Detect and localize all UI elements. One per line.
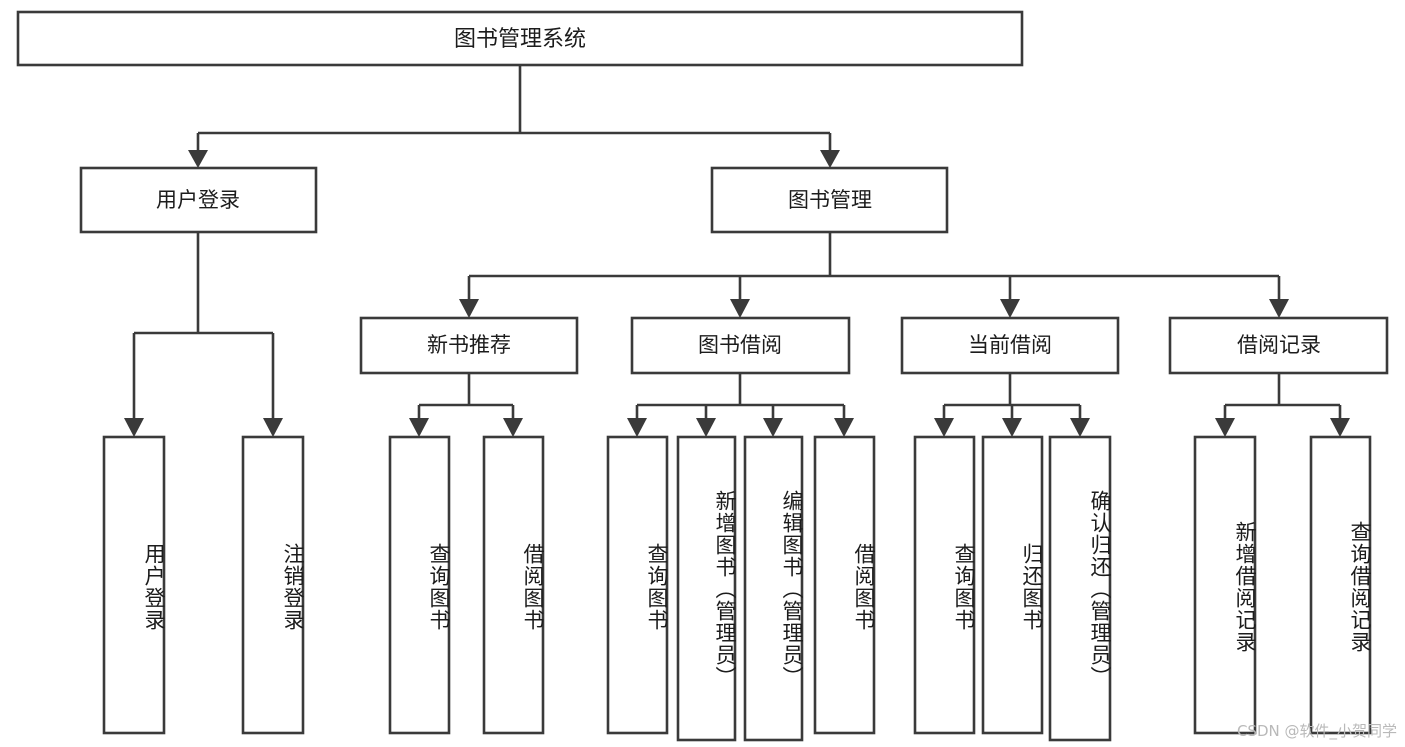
connector-new-books-to-leaves <box>409 373 523 437</box>
node-box-leaf-2[interactable] <box>388 435 451 735</box>
connector-current-borrow-to-leaves <box>934 373 1090 437</box>
connector-book-mgmt-to-level3 <box>459 232 1289 318</box>
node-box-book-management[interactable] <box>710 166 949 234</box>
node-box-current-borrow[interactable] <box>900 316 1120 375</box>
node-box-root[interactable] <box>16 10 1024 67</box>
connector-book-borrow-to-leaves <box>627 373 854 437</box>
node-box-leaf-12[interactable] <box>1309 435 1372 735</box>
watermark-text: CSDN @软件_小贺同学 <box>1236 722 1397 740</box>
arrowhead-icon <box>1070 418 1090 437</box>
node-box-leaf-8[interactable] <box>913 435 976 735</box>
arrowhead-icon <box>763 418 783 437</box>
node-box-leaf-0[interactable] <box>102 435 166 735</box>
node-box-leaf-3[interactable] <box>482 435 545 735</box>
connector-user-login-to-leaves <box>124 232 283 437</box>
node-box-leaf-10[interactable] <box>1048 435 1112 742</box>
node-box-leaf-5[interactable] <box>676 435 737 742</box>
node-label-current-borrow: 当前借阅 <box>968 333 1052 357</box>
arrowhead-icon <box>188 150 208 168</box>
node-box-leaf-4[interactable] <box>606 435 669 735</box>
node-label-root: 图书管理系统 <box>454 27 586 52</box>
arrowhead-icon <box>1269 299 1289 318</box>
arrowhead-icon <box>820 150 840 168</box>
node-box-user-login[interactable] <box>79 166 318 234</box>
node-box-leaf-1[interactable] <box>241 435 305 735</box>
connector-borrow-record-to-leaves <box>1215 373 1350 437</box>
arrowhead-icon <box>1000 299 1020 318</box>
node-box-borrow-record[interactable] <box>1168 316 1389 375</box>
arrowhead-icon <box>263 418 283 437</box>
arrowhead-icon <box>627 418 647 437</box>
node-label-book-management: 图书管理 <box>788 188 872 212</box>
node-label-new-book-recommend: 新书推荐 <box>427 333 511 357</box>
node-box-leaf-6[interactable] <box>743 435 804 742</box>
arrowhead-icon <box>730 299 750 318</box>
arrowhead-icon <box>696 418 716 437</box>
node-box-book-borrow[interactable] <box>630 316 851 375</box>
arrowhead-icon <box>459 299 479 318</box>
node-label-user-login: 用户登录 <box>156 188 240 212</box>
node-box-leaf-9[interactable] <box>981 435 1044 735</box>
arrowhead-icon <box>934 418 954 437</box>
connector-root-to-level2 <box>188 65 840 168</box>
arrowhead-icon <box>1002 418 1022 437</box>
node-label-borrow-record: 借阅记录 <box>1237 333 1321 357</box>
arrowhead-icon <box>503 418 523 437</box>
arrowhead-icon <box>1330 418 1350 437</box>
arrowhead-icon <box>409 418 429 437</box>
arrowhead-icon <box>834 418 854 437</box>
arrowhead-icon <box>124 418 144 437</box>
arrowhead-icon <box>1215 418 1235 437</box>
node-box-leaf-7[interactable] <box>813 435 876 735</box>
node-label-book-borrow: 图书借阅 <box>698 333 782 357</box>
node-box-leaf-11[interactable] <box>1193 435 1257 735</box>
node-box-new-book-recommend[interactable] <box>359 316 579 375</box>
